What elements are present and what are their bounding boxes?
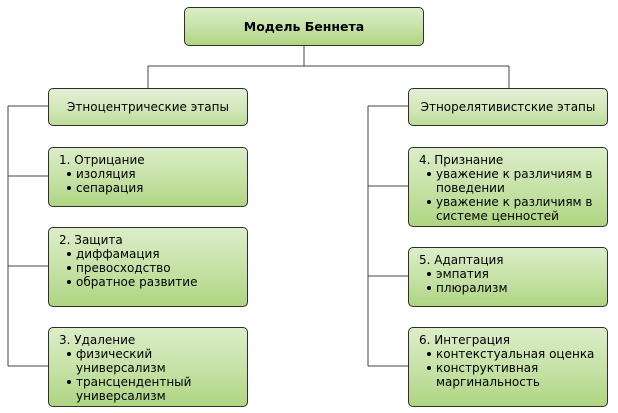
- stage-title: 5. Адаптация: [419, 253, 504, 267]
- stage-item: сепарация: [59, 181, 239, 195]
- stage-defense: 2. Защита диффамация превосходство обрат…: [48, 227, 248, 307]
- branch-ethnocentric-title: Этноцентрические этапы: [67, 100, 229, 114]
- stage-item: превосходство: [59, 261, 239, 275]
- stage-acceptance: 4. Признание уважение к различиям в пове…: [408, 147, 608, 227]
- stage-item: конструктивная маргинальность: [419, 361, 599, 389]
- stage-item: уважение к различиям в поведении: [419, 167, 599, 195]
- stage-item: контекстуальная оценка: [419, 347, 599, 361]
- branch-ethnocentric: Этноцентрические этапы: [48, 88, 248, 126]
- stage-item: трансцендентный универсализм: [59, 375, 239, 403]
- stage-item: эмпатия: [419, 267, 599, 281]
- root-box: Модель Беннета: [184, 7, 424, 46]
- stage-title: 4. Признание: [419, 153, 504, 167]
- branch-ethnorelative: Этнорелятивистские этапы: [408, 88, 608, 126]
- stage-integration: 6. Интеграция контекстуальная оценка кон…: [408, 327, 608, 407]
- branch-ethnorelative-title: Этнорелятивистские этапы: [420, 100, 596, 114]
- stage-minimization: 3. Удаление физический универсализм тран…: [48, 327, 248, 407]
- root-title: Модель Беннета: [243, 19, 365, 34]
- stage-denial: 1. Отрицание изоляция сепарация: [48, 147, 248, 207]
- stage-title: 3. Удаление: [59, 333, 136, 347]
- stage-item: уважение к различиям в системе ценностей: [419, 195, 599, 223]
- stage-title: 6. Интеграция: [419, 333, 510, 347]
- stage-item: диффамация: [59, 247, 239, 261]
- stage-adaptation: 5. Адаптация эмпатия плюрализм: [408, 247, 608, 307]
- stage-item: изоляция: [59, 167, 239, 181]
- stage-item: физический универсализм: [59, 347, 239, 375]
- stage-item: обратное развитие: [59, 275, 239, 289]
- stage-title: 2. Защита: [59, 233, 123, 247]
- stage-item: плюрализм: [419, 281, 599, 295]
- stage-title: 1. Отрицание: [59, 153, 145, 167]
